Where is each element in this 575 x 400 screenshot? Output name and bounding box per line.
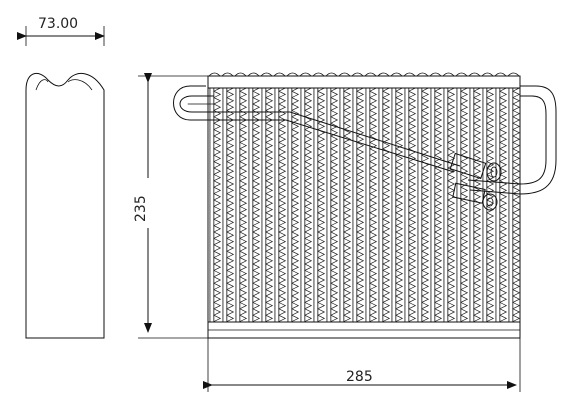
core-fin-column (455, 72, 469, 322)
core-fin-column (416, 72, 430, 322)
core-fin-column (312, 72, 326, 322)
core-fin-column (234, 72, 248, 322)
core-fin-column (390, 72, 404, 322)
outlet-fitting-upper (449, 152, 502, 182)
core-fin-column (208, 72, 222, 322)
evaporator-core (207, 72, 521, 323)
core-fin-column (299, 72, 313, 322)
depth-dimension-label: 73.00 (38, 16, 78, 32)
height-dimension: 235 (132, 73, 208, 339)
core-fin-column (494, 72, 508, 322)
outlet-fitting-lower (452, 182, 498, 211)
depth-dimension: 73.00 (17, 14, 105, 46)
core-fin-column (273, 72, 287, 322)
core-fin-column (442, 72, 456, 322)
width-dimension: 285 (203, 338, 521, 392)
width-dimension-label: 285 (346, 369, 373, 385)
side-view-profile (25, 72, 105, 339)
core-fin-column (481, 72, 495, 322)
core-fin-column (247, 72, 261, 322)
top-header (207, 75, 521, 89)
core-outline (207, 87, 521, 323)
core-fin-column (429, 72, 443, 322)
core-fin-column (377, 72, 391, 322)
core-fin-column (403, 72, 417, 322)
core-fin-column (325, 72, 339, 322)
core-fin-column (364, 72, 378, 322)
core-fin-column (351, 72, 365, 322)
core-fin-column (221, 72, 235, 322)
core-fin-column (507, 72, 521, 322)
core-fin-column (338, 72, 352, 322)
bottom-tank (207, 321, 521, 339)
height-dimension-label: 235 (133, 195, 149, 222)
core-fin-column (260, 72, 274, 322)
core-fin-column (286, 72, 300, 322)
pipe-assembly (173, 85, 557, 211)
